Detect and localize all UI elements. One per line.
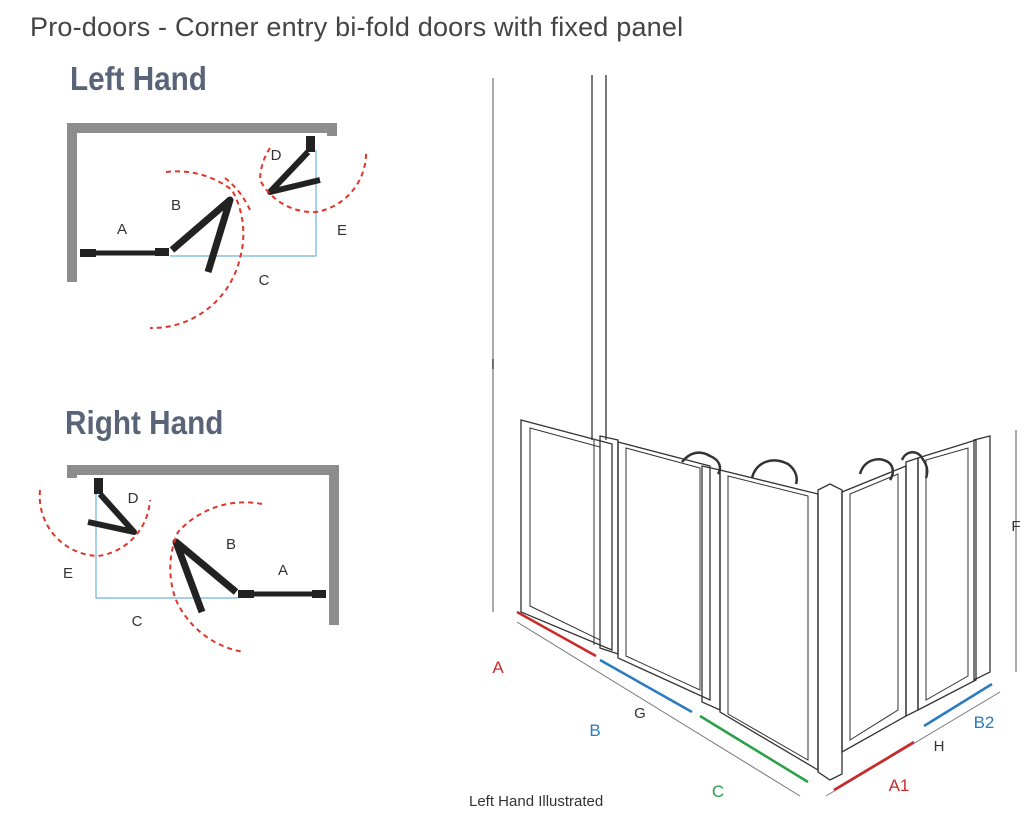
label-a1: A1 — [889, 776, 910, 795]
left-hand-heading: Left Hand — [70, 60, 207, 97]
label-a: A — [492, 658, 504, 677]
dimension-a — [516, 610, 597, 658]
page-title: Pro-doors - Corner entry bi-fold doors w… — [30, 12, 684, 42]
label-i: I — [491, 356, 495, 373]
right-hand-door-d — [87, 491, 137, 535]
left-hand-label-c: C — [259, 272, 270, 289]
label-c: C — [712, 782, 724, 801]
dimension-b — [599, 658, 693, 714]
right-hand-panel-d-end — [94, 478, 103, 494]
right-hand-label-c: C — [132, 613, 143, 630]
right-hand-label-e: E — [63, 565, 73, 582]
label-f: F — [1011, 518, 1020, 535]
dimension-a1 — [833, 740, 915, 792]
left-hand-panel-d-end — [306, 136, 315, 152]
fixed-panel-b2 — [917, 439, 977, 712]
post-a-b — [599, 435, 619, 655]
left-hand-label-a: A — [117, 221, 127, 238]
right-hand-heading: Right Hand — [65, 404, 224, 441]
right-hand-door-b — [172, 538, 239, 614]
dimension-c — [699, 714, 809, 784]
left-hand-wall — [67, 123, 337, 282]
left-hand-guide — [170, 150, 317, 257]
door-b-handle — [681, 451, 722, 475]
left-hand-door-b — [169, 196, 234, 274]
right-hand-label-a: A — [278, 562, 288, 579]
left-hand-panel-a-end — [80, 249, 96, 257]
label-g: G — [634, 705, 646, 722]
right-hand-label-b: B — [226, 536, 236, 553]
door-panel-c — [719, 469, 819, 772]
right-hand-wall — [67, 465, 339, 625]
fixed-panel-a — [520, 419, 613, 651]
right-hand-panel-a-end — [238, 590, 254, 598]
right-hand-label-d: D — [128, 490, 139, 507]
dimension-b2 — [923, 682, 993, 728]
wall-post-right — [973, 435, 991, 682]
door-c-handle — [750, 459, 798, 485]
label-h: H — [934, 738, 945, 755]
left-hand-door-d — [267, 149, 321, 195]
label-b2: B2 — [974, 713, 995, 732]
right-hand-swing-b — [169, 501, 263, 653]
label-b: B — [589, 721, 600, 740]
right-hand-swing-d — [38, 489, 151, 558]
post-b-c — [701, 465, 721, 712]
left-hand-swing-d — [258, 147, 368, 214]
left-hand-label-e: E — [337, 222, 347, 239]
door-panel-b — [617, 441, 711, 702]
right-hand-plan: A B C D E — [38, 465, 339, 653]
left-hand-label-b: B — [171, 197, 181, 214]
right-hand-panel-a-end2 — [312, 590, 326, 598]
left-hand-swing-b-top — [224, 177, 251, 211]
left-hand-panel-a-end2 — [155, 248, 169, 256]
door-panel-a1 — [841, 465, 907, 754]
shower-illustration — [492, 75, 1017, 797]
corner-post — [817, 483, 843, 781]
dimension-line-g — [516, 621, 801, 797]
door-a1-handle — [858, 458, 894, 481]
left-hand-label-d: D — [271, 147, 282, 164]
post-a1-b2 — [905, 457, 919, 718]
left-hand-swing-b — [149, 170, 245, 330]
left-hand-plan: A B C D E — [67, 123, 368, 330]
illustration-caption: Left Hand Illustrated — [469, 793, 604, 810]
